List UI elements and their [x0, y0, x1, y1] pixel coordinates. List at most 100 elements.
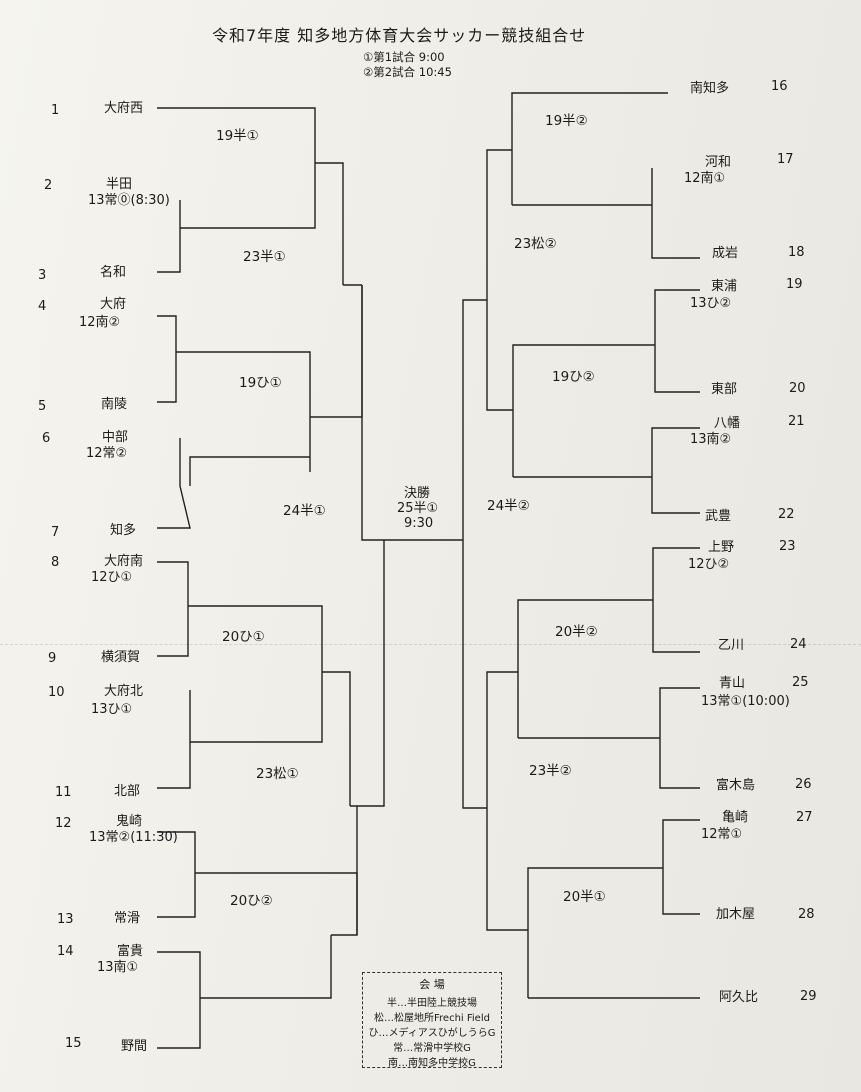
- bracket-line: [176, 351, 311, 472]
- schedule-second: ②第2試合 10:45: [363, 65, 452, 79]
- team-name: 常滑: [114, 911, 141, 926]
- match-code: 19半①: [216, 128, 259, 144]
- match-code: 20半①: [563, 889, 606, 905]
- team-name: 野間: [121, 1039, 148, 1054]
- bracket-line: [195, 872, 358, 935]
- page-title: 令和7年度 知多地方体育大会サッカー競技組合せ: [212, 26, 587, 45]
- match-code: 19半②: [545, 113, 588, 129]
- team-name: 東浦: [711, 279, 738, 294]
- team-name: 河和: [705, 155, 732, 170]
- team-number: 12: [55, 816, 72, 831]
- bracket-line: [462, 299, 487, 540]
- team-number: 29: [800, 989, 817, 1004]
- bracket-line: [361, 285, 384, 541]
- final-code: 25半①: [397, 501, 439, 516]
- final-time: 9:30: [404, 516, 434, 531]
- team-name: 名和: [100, 265, 127, 280]
- team-number: 27: [796, 810, 813, 825]
- venue-item: 半…半田陸上競技場: [387, 998, 477, 1009]
- team-note: 12ひ②: [688, 557, 730, 572]
- team-number: 22: [778, 507, 795, 522]
- bracket-line: [654, 289, 700, 393]
- match-code: 23松②: [514, 236, 557, 252]
- team-name: 半田: [106, 177, 133, 192]
- venue-legend: 会 場 半…半田陸上競技場 松…松屋地所Frechi Field ひ…メディアス…: [362, 972, 502, 1069]
- bracket-line: [190, 672, 323, 743]
- bracket-line: [486, 300, 513, 411]
- final-label: 決勝: [404, 486, 431, 501]
- bracket-line: [157, 831, 196, 918]
- bracket-line: [188, 605, 323, 672]
- bracket-line: [315, 162, 344, 285]
- team-number: 19: [786, 277, 803, 292]
- match-code: 24半①: [283, 503, 326, 519]
- bracket-line: [157, 690, 191, 789]
- match-code: 23半①: [243, 249, 286, 265]
- venue-item: 南…南知多中学校G: [388, 1058, 476, 1069]
- team-note: 13ひ②: [690, 296, 732, 311]
- bracket-line: [200, 935, 332, 999]
- bracket-line: [486, 671, 518, 808]
- bracket-line: [511, 92, 668, 205]
- team-name: 知多: [110, 523, 137, 538]
- team-number: 7: [51, 525, 60, 540]
- bracket-line: [157, 200, 181, 273]
- bracket-line: [157, 951, 201, 1049]
- bracket-line: [157, 315, 177, 403]
- team-number: 18: [788, 245, 805, 260]
- team-note: 12常②: [86, 446, 128, 461]
- team-number: 5: [38, 399, 47, 414]
- team-number: 15: [65, 1036, 82, 1051]
- bracket-line: [350, 540, 385, 807]
- match-code: 23半②: [529, 763, 572, 779]
- bracket-line: [651, 168, 700, 259]
- team-number: 4: [38, 299, 47, 314]
- team-number: 3: [38, 268, 47, 283]
- team-note: 12南①: [684, 171, 726, 186]
- team-number: 13: [57, 912, 74, 927]
- team-name: 成岩: [712, 246, 739, 261]
- match-code: 19ひ①: [239, 375, 282, 391]
- venue-item: 常…常滑中学校G: [393, 1043, 471, 1054]
- bracket-line: [180, 163, 316, 229]
- team-name: 加木屋: [716, 907, 756, 922]
- bracket-line: [486, 808, 528, 931]
- bracket-line: [157, 107, 316, 163]
- team-name: 鬼崎: [116, 814, 143, 829]
- team-name: 阿久比: [719, 990, 759, 1005]
- team-number: 1: [51, 103, 60, 118]
- team-name: 南知多: [690, 81, 730, 96]
- bracket-line: [462, 540, 487, 809]
- match-code: 23松①: [256, 766, 299, 782]
- team-name: 乙川: [718, 638, 745, 653]
- bracket-line: [331, 806, 358, 936]
- team-note: 12常①: [701, 827, 743, 842]
- team-note: 13ひ①: [91, 702, 133, 717]
- team-name: 南陵: [101, 397, 128, 412]
- team-number: 20: [789, 381, 806, 396]
- team-number: 24: [790, 637, 807, 652]
- match-code: 19ひ②: [552, 369, 595, 385]
- bracket-line: [486, 149, 512, 300]
- team-number: 16: [771, 79, 788, 94]
- team-note: 13常⓪(8:30): [88, 193, 170, 208]
- team-name: 八幡: [714, 416, 741, 431]
- team-name: 富木島: [716, 778, 756, 793]
- team-number: 9: [48, 651, 57, 666]
- team-name: 大府北: [104, 684, 144, 699]
- team-name: 東部: [711, 382, 738, 397]
- team-note: 13南②: [690, 432, 732, 447]
- team-number: 28: [798, 907, 815, 922]
- bracket-line: [662, 819, 700, 915]
- team-name: 武豊: [705, 509, 732, 524]
- team-number: 2: [44, 178, 53, 193]
- team-note: 13南①: [97, 960, 139, 975]
- bracket-line: [310, 285, 363, 418]
- team-name: 北部: [114, 784, 141, 799]
- bracket-line: [651, 427, 700, 514]
- bracket-line: [157, 561, 189, 657]
- team-number: 8: [51, 555, 60, 570]
- bracket-line: [517, 599, 653, 738]
- team-name: 大府: [100, 297, 127, 312]
